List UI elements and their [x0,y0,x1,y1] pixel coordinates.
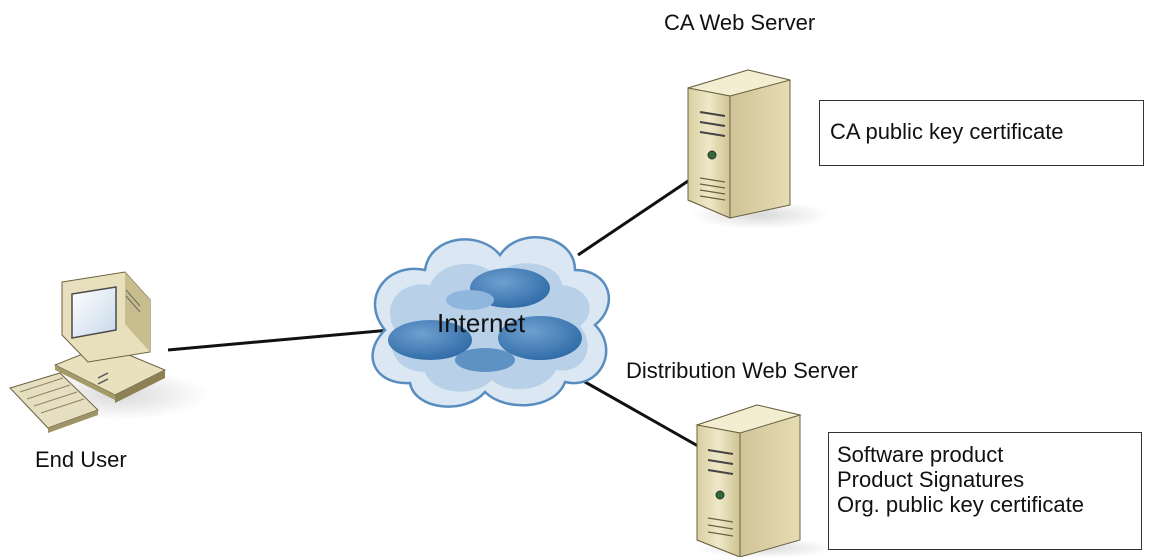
link-internet-dist [577,376,706,452]
ca-certificate-text: CA public key certificate [830,119,1064,144]
end-user-label: End User [35,447,127,472]
link-internet-ca [577,173,698,257]
ca-server-icon [687,69,830,229]
product-signatures-text: Product Signatures [837,467,1025,492]
software-product-text: Software product [837,442,1004,467]
internet-cloud-icon [371,236,611,408]
internet-label: Internet [437,308,526,338]
distribution-server-icon [695,404,835,557]
link-user-internet [167,328,391,352]
org-certificate-text: Org. public key certificate [837,492,1084,517]
distribution-contents-box: Software product Product Signatures Org.… [828,432,1142,550]
distribution-server-label: Distribution Web Server [626,358,858,383]
ca-certificate-box: CA public key certificate [819,100,1144,166]
desktop-computer-icon [9,271,210,433]
ca-server-label: CA Web Server [664,10,816,35]
